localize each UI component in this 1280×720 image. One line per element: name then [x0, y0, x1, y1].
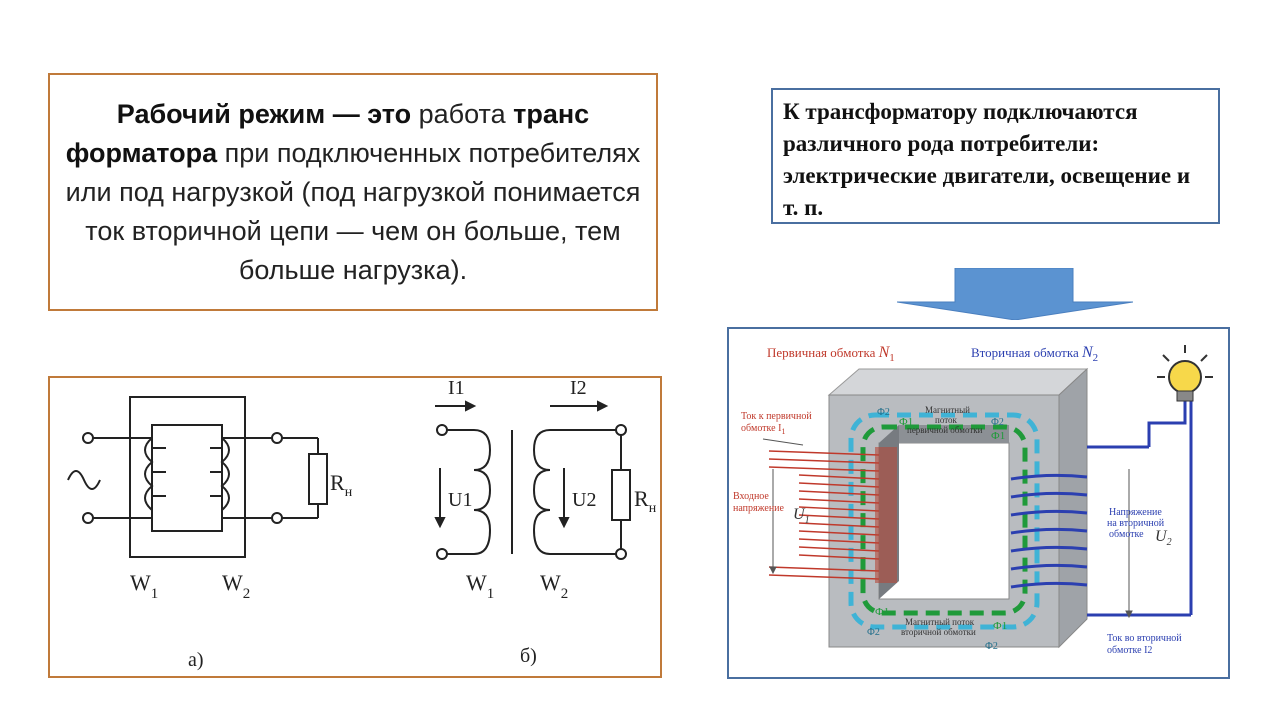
- phi2-label-right: Ф2: [991, 417, 1004, 428]
- phi1-label-right: Ф1: [991, 430, 1005, 442]
- circuit-b-i1: I1: [448, 378, 465, 399]
- light-bulb-icon: [1157, 345, 1213, 402]
- circuit-b-i2: I2: [570, 378, 587, 399]
- u2-label: U2: [1155, 528, 1172, 548]
- circuit-b: [434, 400, 631, 560]
- circuit-diagrams-box: W1 W2 Rн а): [48, 376, 662, 678]
- secondary-winding-label: Вторичная обмотка N2: [971, 344, 1098, 364]
- u1-label: U1: [793, 506, 810, 526]
- flux-secondary-path: [848, 412, 1040, 630]
- circuit-a-w2: W2: [222, 570, 250, 602]
- circuit-b-u2: U2: [572, 489, 596, 511]
- circuit-a-caption: а): [188, 649, 204, 671]
- input-voltage-label: Входное напряжение: [733, 491, 785, 514]
- circuit-a-load: Rн: [330, 470, 353, 500]
- phi2-label-bottom: Ф2: [867, 627, 880, 638]
- flux-primary-label: Магнитный поток первичной обмотки: [907, 405, 983, 435]
- circuit-diagrams: W1 W2 Rн а): [67, 377, 657, 671]
- circuit-b-u1: U1: [448, 489, 472, 511]
- primary-winding-label: Первичная обмотка N1: [767, 344, 895, 364]
- circuit-b-load: Rн: [634, 486, 657, 516]
- phi1-label-bottom-right: Ф1: [993, 620, 1007, 632]
- transformer-diagram-box: Первичная обмотка N1 Вторичная обмотка N…: [727, 327, 1230, 679]
- definition-term: Рабочий режим — это: [116, 98, 412, 129]
- primary-current-label: Ток к первичной обмотке I1: [741, 411, 814, 436]
- consumers-box: К трансформатору подключаются различного…: [771, 88, 1220, 224]
- consumers-text: К трансформатору подключаются различного…: [783, 99, 1191, 220]
- circuit-a-w1: W1: [130, 570, 158, 602]
- secondary-winding: [1010, 401, 1193, 617]
- secondary-current-label: Ток во вторичной обмотке I2: [1107, 633, 1184, 656]
- phi1-label-top: Ф1: [899, 416, 913, 428]
- circuit-b-caption: б): [520, 645, 537, 667]
- secondary-voltage-label: Напряжение на вторичной обмотке: [1107, 507, 1167, 540]
- phi2-label-bottom-right: Ф2: [985, 641, 998, 652]
- down-arrow-icon: [897, 268, 1133, 320]
- circuit-b-w2: W2: [540, 570, 568, 602]
- definition-box: Рабочий режим — это работа транс формато…: [48, 73, 658, 311]
- flux-secondary-label: Магнитный поток вторичной обмотки: [901, 617, 976, 637]
- phi2-label-top: Ф2: [877, 407, 890, 418]
- primary-winding: [768, 450, 880, 580]
- transformer-diagram: Первичная обмотка N1 Вторичная обмотка N…: [733, 344, 1213, 656]
- transformer-labels: Первичная обмотка N1 Вторичная обмотка N…: [733, 344, 1184, 656]
- phi1-label-bottom: Ф1: [875, 606, 889, 618]
- flux-primary-path: [860, 424, 1028, 616]
- circuit-a: [67, 396, 328, 558]
- circuit-b-w1: W1: [466, 570, 494, 602]
- definition-text: Рабочий режим — это работа транс формато…: [65, 98, 641, 285]
